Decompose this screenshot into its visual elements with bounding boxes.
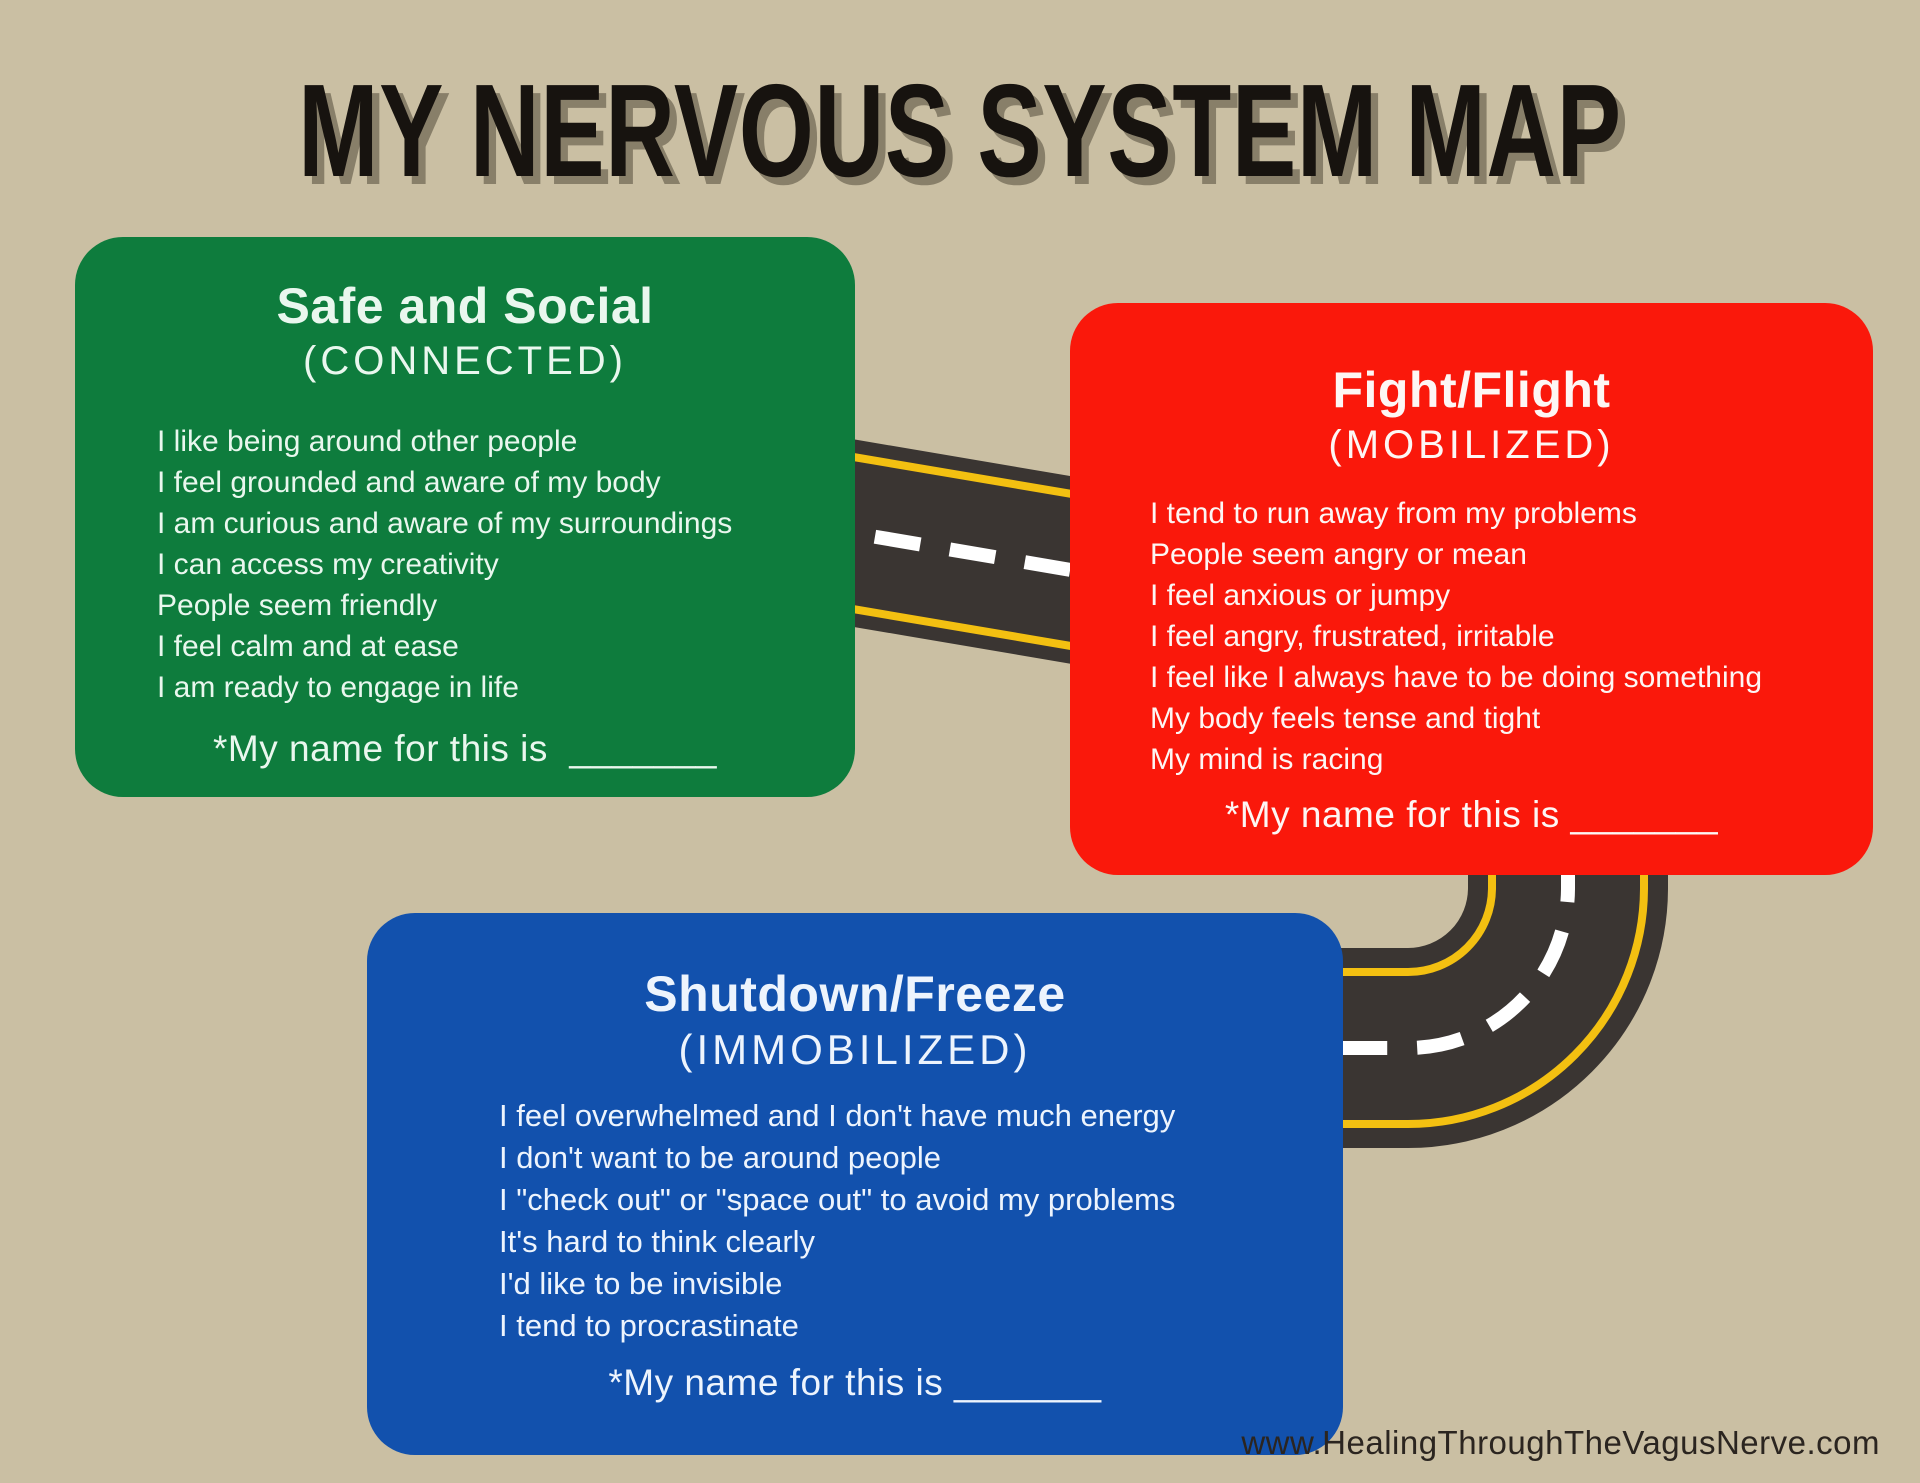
safe-name-prompt: *My name for this is _______ (213, 728, 717, 769)
statement-item: My mind is racing (1150, 743, 1384, 776)
safe-statement-list: I like being around other people I feel … (75, 421, 855, 708)
box-shutdown-subtitle: (IMMOBILIZED) (678, 1026, 1032, 1073)
shutdown-statement-list: I feel overwhelmed and I don't have much… (367, 1095, 1343, 1347)
box-fight-subtitle: (MOBILIZED) (1328, 423, 1615, 467)
road-edge-line-outer (1322, 856, 1648, 1128)
statement-item: People seem angry or mean (1150, 538, 1527, 571)
box-shutdown-freeze: Shutdown/Freeze (IMMOBILIZED) I feel ove… (367, 913, 1343, 1455)
statement-item: My body feels tense and tight (1150, 702, 1541, 735)
road-segment-fight-to-shutdown (1322, 856, 1668, 1148)
box-fight-title: Fight/Flight (1332, 362, 1611, 418)
shutdown-name-prompt: *My name for this is _______ (608, 1362, 1102, 1403)
statement-item: I feel angry, frustrated, irritable (1150, 620, 1555, 653)
statement-item: I tend to run away from my problems (1150, 497, 1637, 530)
road-center-dashed-line (798, 517, 1132, 587)
statement-item: People seem friendly (157, 589, 438, 622)
statement-item: I am ready to engage in life (157, 671, 519, 704)
box-safe-subtitle: (CONNECTED) (303, 339, 627, 383)
statement-item: It's hard to think clearly (499, 1224, 816, 1259)
statement-item: I tend to procrastinate (499, 1308, 799, 1343)
page-title: MY NERVOUS SYSTEM MAP (298, 57, 1622, 204)
box-safe-title: Safe and Social (276, 278, 654, 334)
statement-item: I feel like I always have to be doing so… (1150, 661, 1763, 694)
statement-item: I feel overwhelmed and I don't have much… (499, 1098, 1176, 1133)
statement-item: I feel calm and at ease (157, 630, 459, 663)
statement-item: I like being around other people (157, 425, 578, 458)
fight-statement-list: I tend to run away from my problems Peop… (1070, 493, 1873, 780)
box-fight-flight: Fight/Flight (MOBILIZED) I tend to run a… (1070, 303, 1873, 875)
road-asphalt (1322, 856, 1668, 1148)
box-shutdown-title: Shutdown/Freeze (644, 966, 1066, 1022)
road-center-dashed-line (1322, 856, 1575, 1055)
road-edge-line-inner (1322, 856, 1496, 976)
statement-item: I don't want to be around people (499, 1140, 941, 1175)
box-safe-and-social: Safe and Social (CONNECTED) I like being… (75, 237, 855, 797)
statement-item: I can access my creativity (157, 548, 499, 581)
statement-item: I feel anxious or jumpy (1150, 579, 1451, 612)
statement-item: I "check out" or "space out" to avoid my… (499, 1182, 1176, 1217)
statement-item: I feel grounded and aware of my body (157, 466, 661, 499)
statement-item: I am curious and aware of my surrounding… (157, 507, 733, 540)
statement-item: I'd like to be invisible (499, 1266, 783, 1301)
fight-name-prompt: *My name for this is _______ (1224, 794, 1719, 835)
footer-url: www.HealingThroughTheVagusNerve.com (1241, 1424, 1880, 1461)
